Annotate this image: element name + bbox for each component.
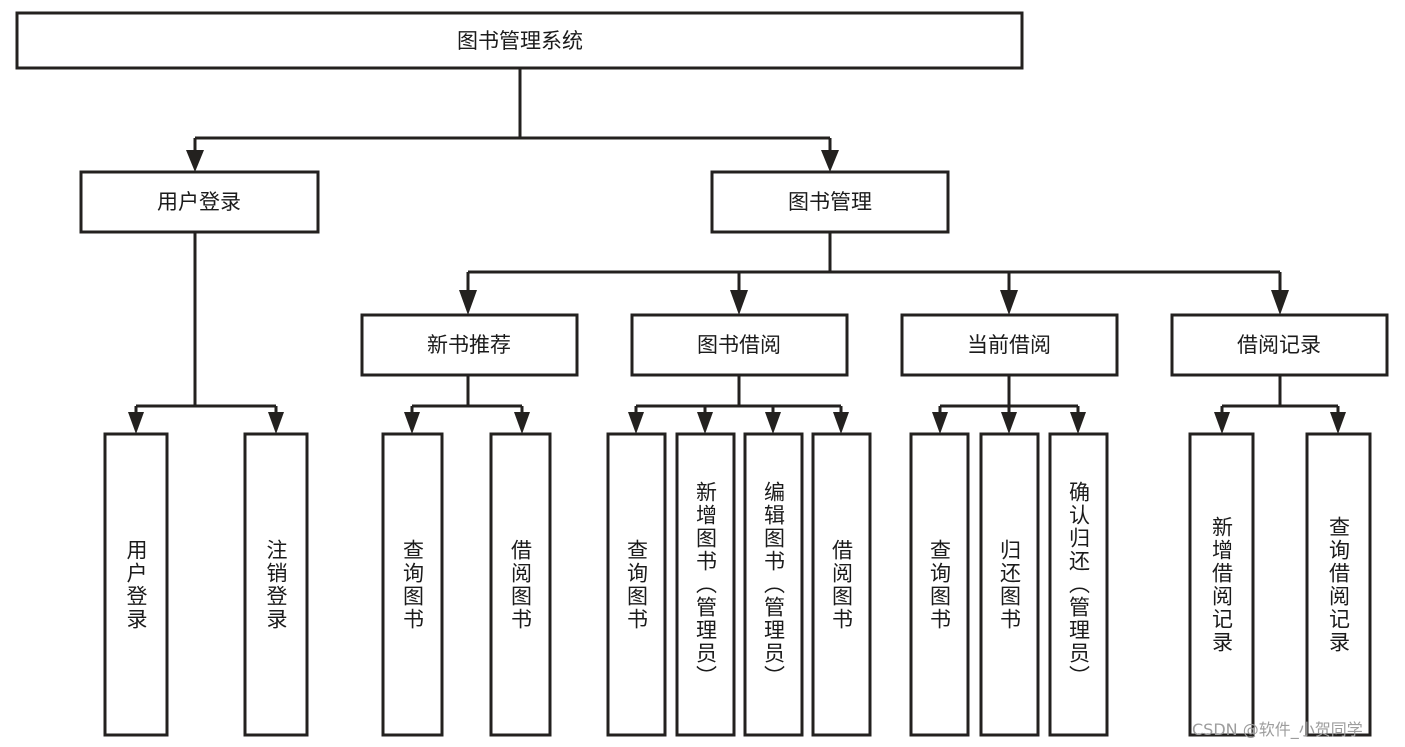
node-current-borrow-box[interactable]	[900, 313, 1119, 377]
node-current-borrow[interactable]: 当前借阅	[900, 313, 1119, 377]
node-book-borrow-label: 图书借阅	[697, 333, 781, 357]
leaf-box-logout[interactable]	[243, 432, 309, 737]
node-borrow-record[interactable]: 借阅记录	[1170, 313, 1389, 377]
arrowhead-current-borrow	[1000, 290, 1018, 315]
arrowhead-book-borrow	[730, 290, 748, 315]
leaf-box-add-book[interactable]	[675, 432, 736, 737]
node-user-login[interactable]: 用户登录	[79, 170, 320, 234]
leaf-box-borrow-book-2[interactable]	[811, 432, 872, 737]
node-new-book-recommend[interactable]: 新书推荐	[360, 313, 579, 377]
watermark: CSDN @软件_小贺同学	[1192, 720, 1363, 739]
arrowhead-leaf-edit-book	[765, 412, 781, 434]
node-root-label: 图书管理系统	[457, 29, 583, 53]
connector-userlogin-to-leaves	[128, 232, 284, 434]
node-book-borrow[interactable]: 图书借阅	[630, 313, 849, 377]
node-book-manage-box[interactable]	[710, 170, 950, 234]
node-current-borrow-label: 当前借阅	[967, 333, 1051, 357]
connector-current-to-leaves	[932, 375, 1086, 434]
leaf-box-confirm-return[interactable]	[1048, 432, 1109, 737]
node-new-book-recommend-label: 新书推荐	[427, 333, 511, 357]
leaf-box-query-record[interactable]	[1305, 432, 1372, 737]
arrowhead-leaf-add-book	[697, 412, 713, 434]
arrowhead-leaf-add-record	[1214, 412, 1230, 434]
connector-record-to-leaves	[1214, 375, 1346, 434]
arrowhead-leaf-query-book-1	[404, 412, 420, 434]
node-root-box[interactable]	[15, 11, 1024, 70]
arrowhead-leaf-return-book	[1001, 412, 1017, 434]
arrowhead-new-book-recommend	[459, 290, 477, 315]
node-borrow-record-label: 借阅记录	[1237, 333, 1321, 357]
leaf-box-borrow-book-1[interactable]	[489, 432, 552, 737]
connector-recommend-to-leaves	[404, 375, 530, 434]
leaf-box-query-book-3[interactable]	[909, 432, 970, 737]
arrowhead-leaf-confirm-return	[1070, 412, 1086, 434]
arrowhead-leaf-query-book-2	[628, 412, 644, 434]
node-book-manage-label: 图书管理	[788, 190, 872, 214]
arrowhead-leaf-borrow-book-1	[514, 412, 530, 434]
connector-bookmanage-to-level3	[459, 232, 1289, 315]
connector-borrow-to-leaves	[628, 375, 849, 434]
leaf-box-return-book[interactable]	[979, 432, 1040, 737]
node-borrow-record-box[interactable]	[1170, 313, 1389, 377]
arrowhead-borrow-record	[1271, 290, 1289, 315]
node-user-login-box[interactable]	[79, 170, 320, 234]
node-new-book-recommend-box[interactable]	[360, 313, 579, 377]
arrowhead-leaf-borrow-book-2	[833, 412, 849, 434]
arrowhead-leaf-logout	[268, 412, 284, 434]
node-user-login-label: 用户登录	[157, 190, 241, 214]
arrowhead-leaf-query-book-3	[932, 412, 948, 434]
arrowhead-book-manage	[821, 150, 839, 172]
node-book-manage[interactable]: 图书管理	[710, 170, 950, 234]
leaf-box-edit-book[interactable]	[743, 432, 804, 737]
connector-root-to-level2	[186, 68, 839, 172]
leaf-box-query-book-1[interactable]	[381, 432, 444, 737]
node-book-borrow-box[interactable]	[630, 313, 849, 377]
arrowhead-leaf-user-login	[128, 412, 144, 434]
node-root[interactable]: 图书管理系统	[15, 11, 1024, 70]
leaf-box-user-login[interactable]	[103, 432, 169, 737]
leaf-box-add-record[interactable]	[1188, 432, 1255, 737]
arrowhead-user-login	[186, 150, 204, 172]
arrowhead-leaf-query-record	[1330, 412, 1346, 434]
leaf-box-query-book-2[interactable]	[606, 432, 667, 737]
